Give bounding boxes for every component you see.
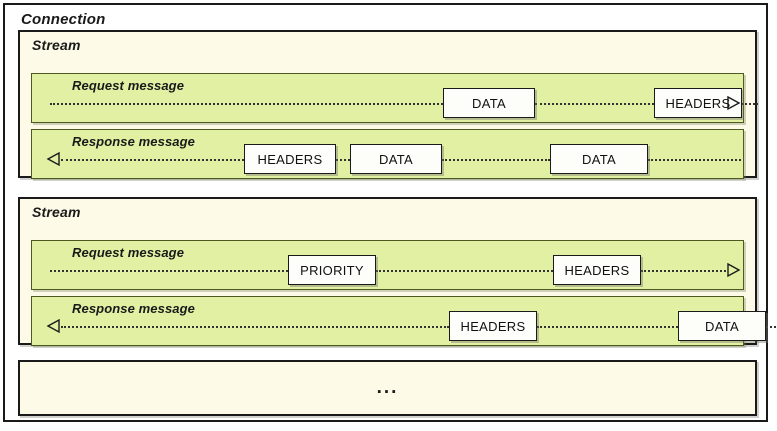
request-message-row-2: Request message PRIORITY HEADERS bbox=[31, 240, 744, 290]
dotted-line-segment bbox=[442, 159, 550, 161]
request-message-label-2: Request message bbox=[72, 245, 185, 260]
connection-container: Connection Stream Request message DATA H… bbox=[3, 3, 777, 422]
stream-panel-2: Stream Request message PRIORITY HEADERS … bbox=[18, 197, 777, 346]
triangle-right-icon bbox=[726, 262, 741, 278]
ellipsis-indicator: ... bbox=[376, 377, 399, 398]
more-streams-panel: ... bbox=[18, 360, 757, 416]
stream-panel-1: Stream Request message DATA HEADERS Resp… bbox=[18, 30, 758, 179]
request-message-label-1: Request message bbox=[72, 78, 185, 93]
triangle-left-icon bbox=[46, 151, 61, 167]
dotted-line-segment bbox=[376, 270, 553, 272]
dotted-line-segment bbox=[61, 326, 449, 328]
frame-box-headers[interactable]: HEADERS bbox=[449, 311, 537, 341]
frame-box-data[interactable]: DATA bbox=[678, 311, 766, 341]
response-message-row-1: Response message HEADERS DATA DATA bbox=[31, 129, 744, 179]
frame-box-headers[interactable]: HEADERS bbox=[244, 144, 336, 174]
frame-box-priority[interactable]: PRIORITY bbox=[288, 255, 376, 285]
request-message-row-1: Request message DATA HEADERS bbox=[31, 73, 758, 123]
response-message-label-2: Response message bbox=[72, 301, 195, 316]
connection-label: Connection bbox=[21, 11, 106, 28]
dotted-line-segment bbox=[537, 326, 678, 328]
dotted-line-segment bbox=[535, 103, 654, 105]
dotted-line-segment bbox=[50, 270, 288, 272]
stream-label-2: Stream bbox=[32, 204, 81, 220]
response-message-row-2: Response message HEADERS DATA bbox=[31, 296, 777, 346]
frame-box-data[interactable]: DATA bbox=[550, 144, 648, 174]
response-message-label-1: Response message bbox=[72, 134, 195, 149]
dotted-line-segment bbox=[336, 159, 350, 161]
dotted-line-segment bbox=[50, 103, 443, 105]
frame-box-data[interactable]: DATA bbox=[350, 144, 442, 174]
dotted-line-segment bbox=[742, 103, 758, 105]
triangle-right-icon bbox=[726, 95, 741, 111]
dotted-line-segment bbox=[766, 326, 777, 328]
frame-box-data[interactable]: DATA bbox=[443, 88, 535, 118]
dotted-line-segment bbox=[61, 159, 244, 161]
stream-label-1: Stream bbox=[32, 37, 81, 53]
frame-box-headers[interactable]: HEADERS bbox=[553, 255, 641, 285]
dotted-line-segment bbox=[648, 159, 741, 161]
triangle-left-icon bbox=[46, 318, 61, 334]
dotted-line-segment bbox=[641, 270, 726, 272]
